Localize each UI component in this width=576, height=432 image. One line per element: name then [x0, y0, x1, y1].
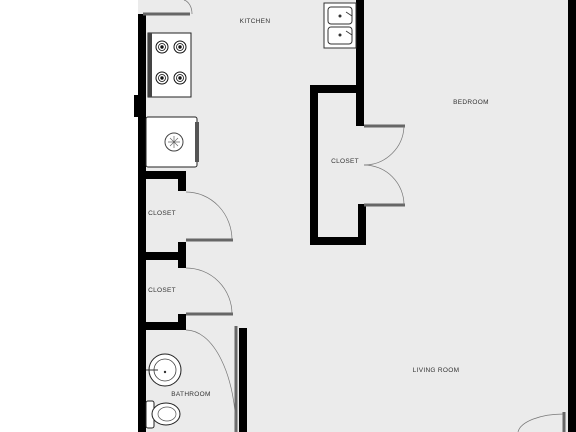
- double-sink-icon: [323, 2, 357, 49]
- lower-closet-bottom-wall: [138, 322, 184, 330]
- washer-icon: [145, 116, 199, 168]
- upper-closet-door: [185, 191, 233, 242]
- bathroom-label: BATHROOM: [171, 391, 211, 398]
- closet-left-wall: [310, 85, 318, 245]
- bathroom-door: [185, 326, 238, 432]
- living-room-label: LIVING ROOM: [412, 367, 460, 374]
- upper-closet-bottom-wall: [138, 252, 184, 260]
- upper-closet-jamb: [178, 171, 186, 191]
- left-exterior-wall: [138, 14, 146, 432]
- kitchen-door-swing: [183, 0, 193, 15]
- upper-closet-top-wall: [138, 171, 184, 179]
- stove-icon: [147, 32, 192, 98]
- closet-bottom-wall: [310, 237, 366, 245]
- bathroom-right-wall: [239, 328, 247, 432]
- toilet-icon: [145, 400, 181, 429]
- closet-double-door: [363, 124, 405, 207]
- lower-closet-jamb: [178, 314, 186, 330]
- right-exterior-wall: [568, 0, 576, 432]
- mid-jamb: [178, 242, 186, 268]
- closet-lower-label: CLOSET: [148, 287, 176, 294]
- left-wall-notch: [134, 95, 140, 117]
- lower-closet-door: [185, 267, 233, 316]
- kitchen-label: KITCHEN: [239, 18, 271, 25]
- kitchen-bedroom-wall: [356, 0, 364, 126]
- closet-top-wall: [310, 85, 364, 93]
- closet-upper-label: CLOSET: [148, 210, 176, 217]
- living-room-door: [517, 412, 566, 432]
- closet-center-label: CLOSET: [331, 158, 359, 165]
- closet-right-lower-wall: [358, 204, 366, 245]
- bathroom-sink-icon: [146, 353, 182, 387]
- bedroom-label: BEDROOM: [453, 99, 489, 106]
